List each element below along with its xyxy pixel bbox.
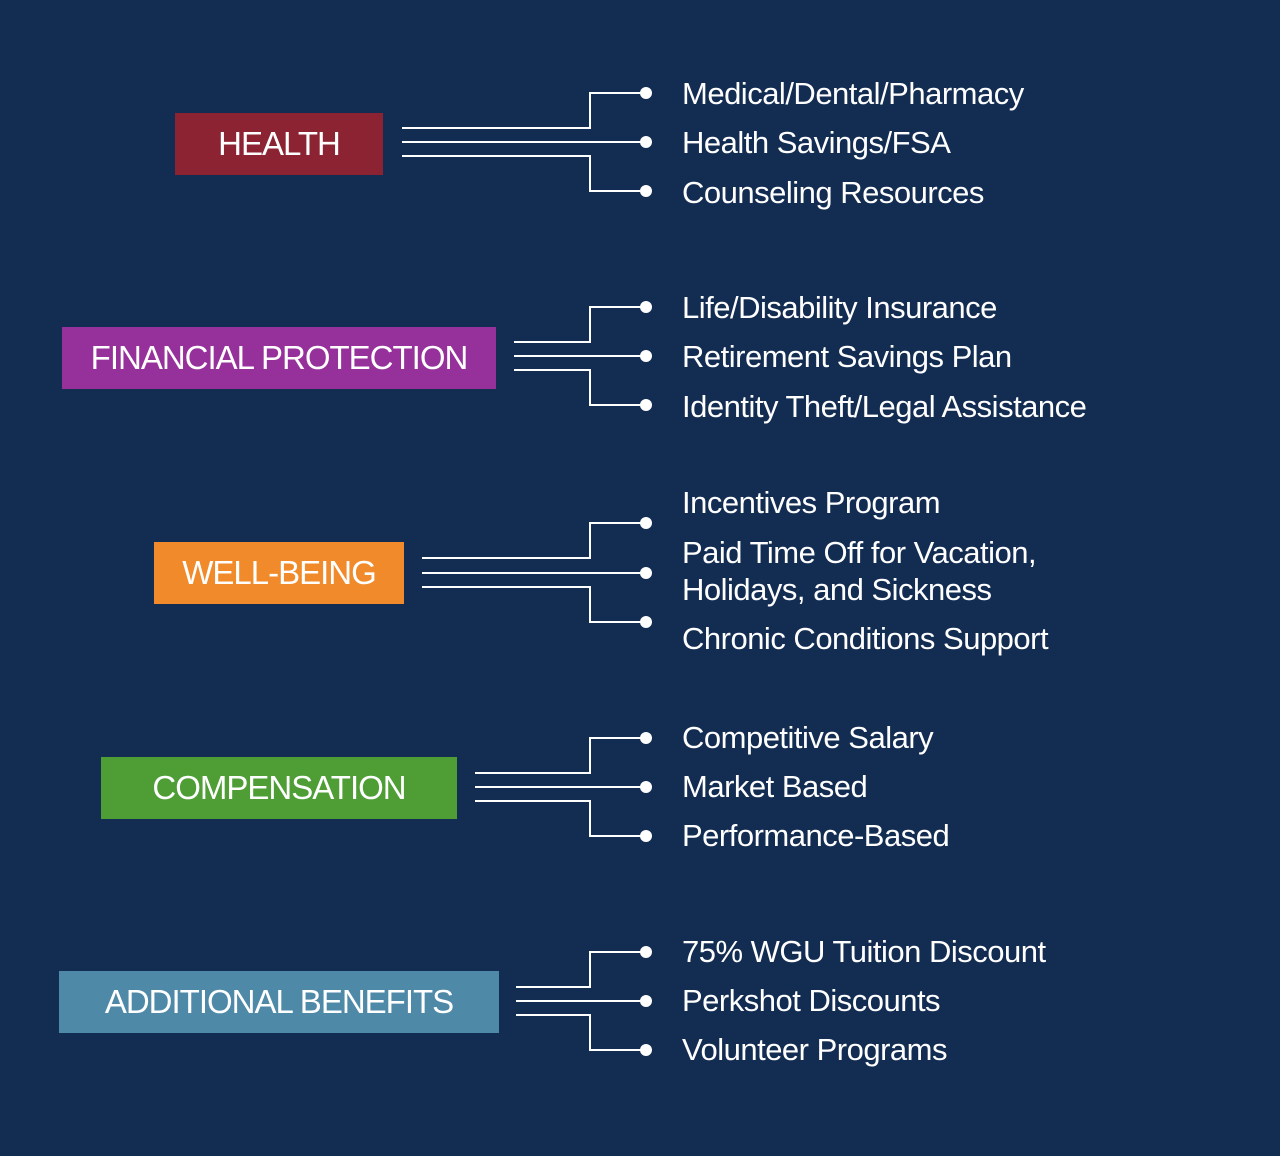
category-label: COMPENSATION: [152, 769, 406, 806]
connector-line: [514, 306, 645, 343]
item-retirement-savings-plan: Retirement Savings Plan: [682, 339, 1012, 374]
bullet-dot: [640, 301, 652, 313]
category-label: FINANCIAL PROTECTION: [90, 339, 469, 376]
additional-benefits-connectors: [516, 951, 645, 1051]
item-chronic-conditions-support: Chronic Conditions Support: [682, 621, 1049, 656]
bullet-dot: [640, 136, 652, 148]
compensation-connectors: [475, 737, 645, 837]
item-perkshot-discounts: Perkshot Discounts: [682, 983, 941, 1018]
category-financial-protection: FINANCIAL PROTECTION: [62, 327, 496, 389]
bullet-dot: [640, 185, 652, 197]
connector-line: [516, 951, 645, 988]
connector-line: [402, 92, 645, 129]
financial-protection-bullets: [640, 301, 652, 411]
item-performance-based: Performance-Based: [682, 818, 950, 853]
bullet-dot: [640, 946, 652, 958]
category-compensation: COMPENSATION: [101, 757, 457, 819]
bullet-dot: [640, 87, 652, 99]
well-being-bullets: [640, 517, 652, 628]
compensation-bullets: [640, 732, 652, 842]
item-paid-time-off-line-1: Paid Time Off for Vacation,: [682, 535, 1037, 570]
item-competitive-salary: Competitive Salary: [682, 720, 934, 755]
bullet-dot: [640, 399, 652, 411]
category-health: HEALTH: [175, 113, 383, 175]
financial-protection-connectors: [514, 306, 645, 406]
item-market-based: Market Based: [682, 769, 868, 804]
bullet-dot: [640, 567, 652, 579]
bullet-dot: [640, 830, 652, 842]
bullet-dot: [640, 350, 652, 362]
connector-line: [422, 522, 645, 559]
category-label: WELL-BEING: [182, 554, 377, 591]
connector-line: [475, 800, 645, 837]
item-life-disability-insurance: Life/Disability Insurance: [682, 290, 997, 325]
bullet-dot: [640, 732, 652, 744]
health-bullets: [640, 87, 652, 197]
item-health-savings-fsa: Health Savings/FSA: [682, 125, 951, 160]
bullet-dot: [640, 995, 652, 1007]
category-well-being: WELL-BEING: [154, 542, 404, 604]
item-incentives-program: Incentives Program: [682, 485, 941, 520]
bullet-dot: [640, 616, 652, 628]
item-paid-time-off-line-2: Holidays, and Sickness: [682, 572, 992, 607]
item-counseling-resources: Counseling Resources: [682, 175, 984, 210]
item-medical-dental-pharmacy: Medical/Dental/Pharmacy: [682, 76, 1024, 111]
well-being-connectors: [422, 522, 645, 623]
item-wgu-tuition-discount: 75% WGU Tuition Discount: [682, 934, 1046, 969]
bullet-dot: [640, 1044, 652, 1056]
category-label: HEALTH: [218, 125, 341, 162]
health-connectors: [402, 92, 645, 192]
additional-benefits-bullets: [640, 946, 652, 1056]
connector-line: [475, 737, 645, 774]
item-volunteer-programs: Volunteer Programs: [682, 1032, 947, 1067]
bullet-dot: [640, 517, 652, 529]
bullet-dot: [640, 781, 652, 793]
category-label: ADDITIONAL BENEFITS: [104, 983, 454, 1020]
connector-line: [422, 586, 645, 623]
connector-line: [516, 1014, 645, 1051]
category-additional-benefits: ADDITIONAL BENEFITS: [59, 971, 499, 1033]
connector-line: [402, 155, 645, 192]
item-identity-theft-legal-assistance: Identity Theft/Legal Assistance: [682, 389, 1087, 424]
connector-line: [514, 369, 645, 406]
